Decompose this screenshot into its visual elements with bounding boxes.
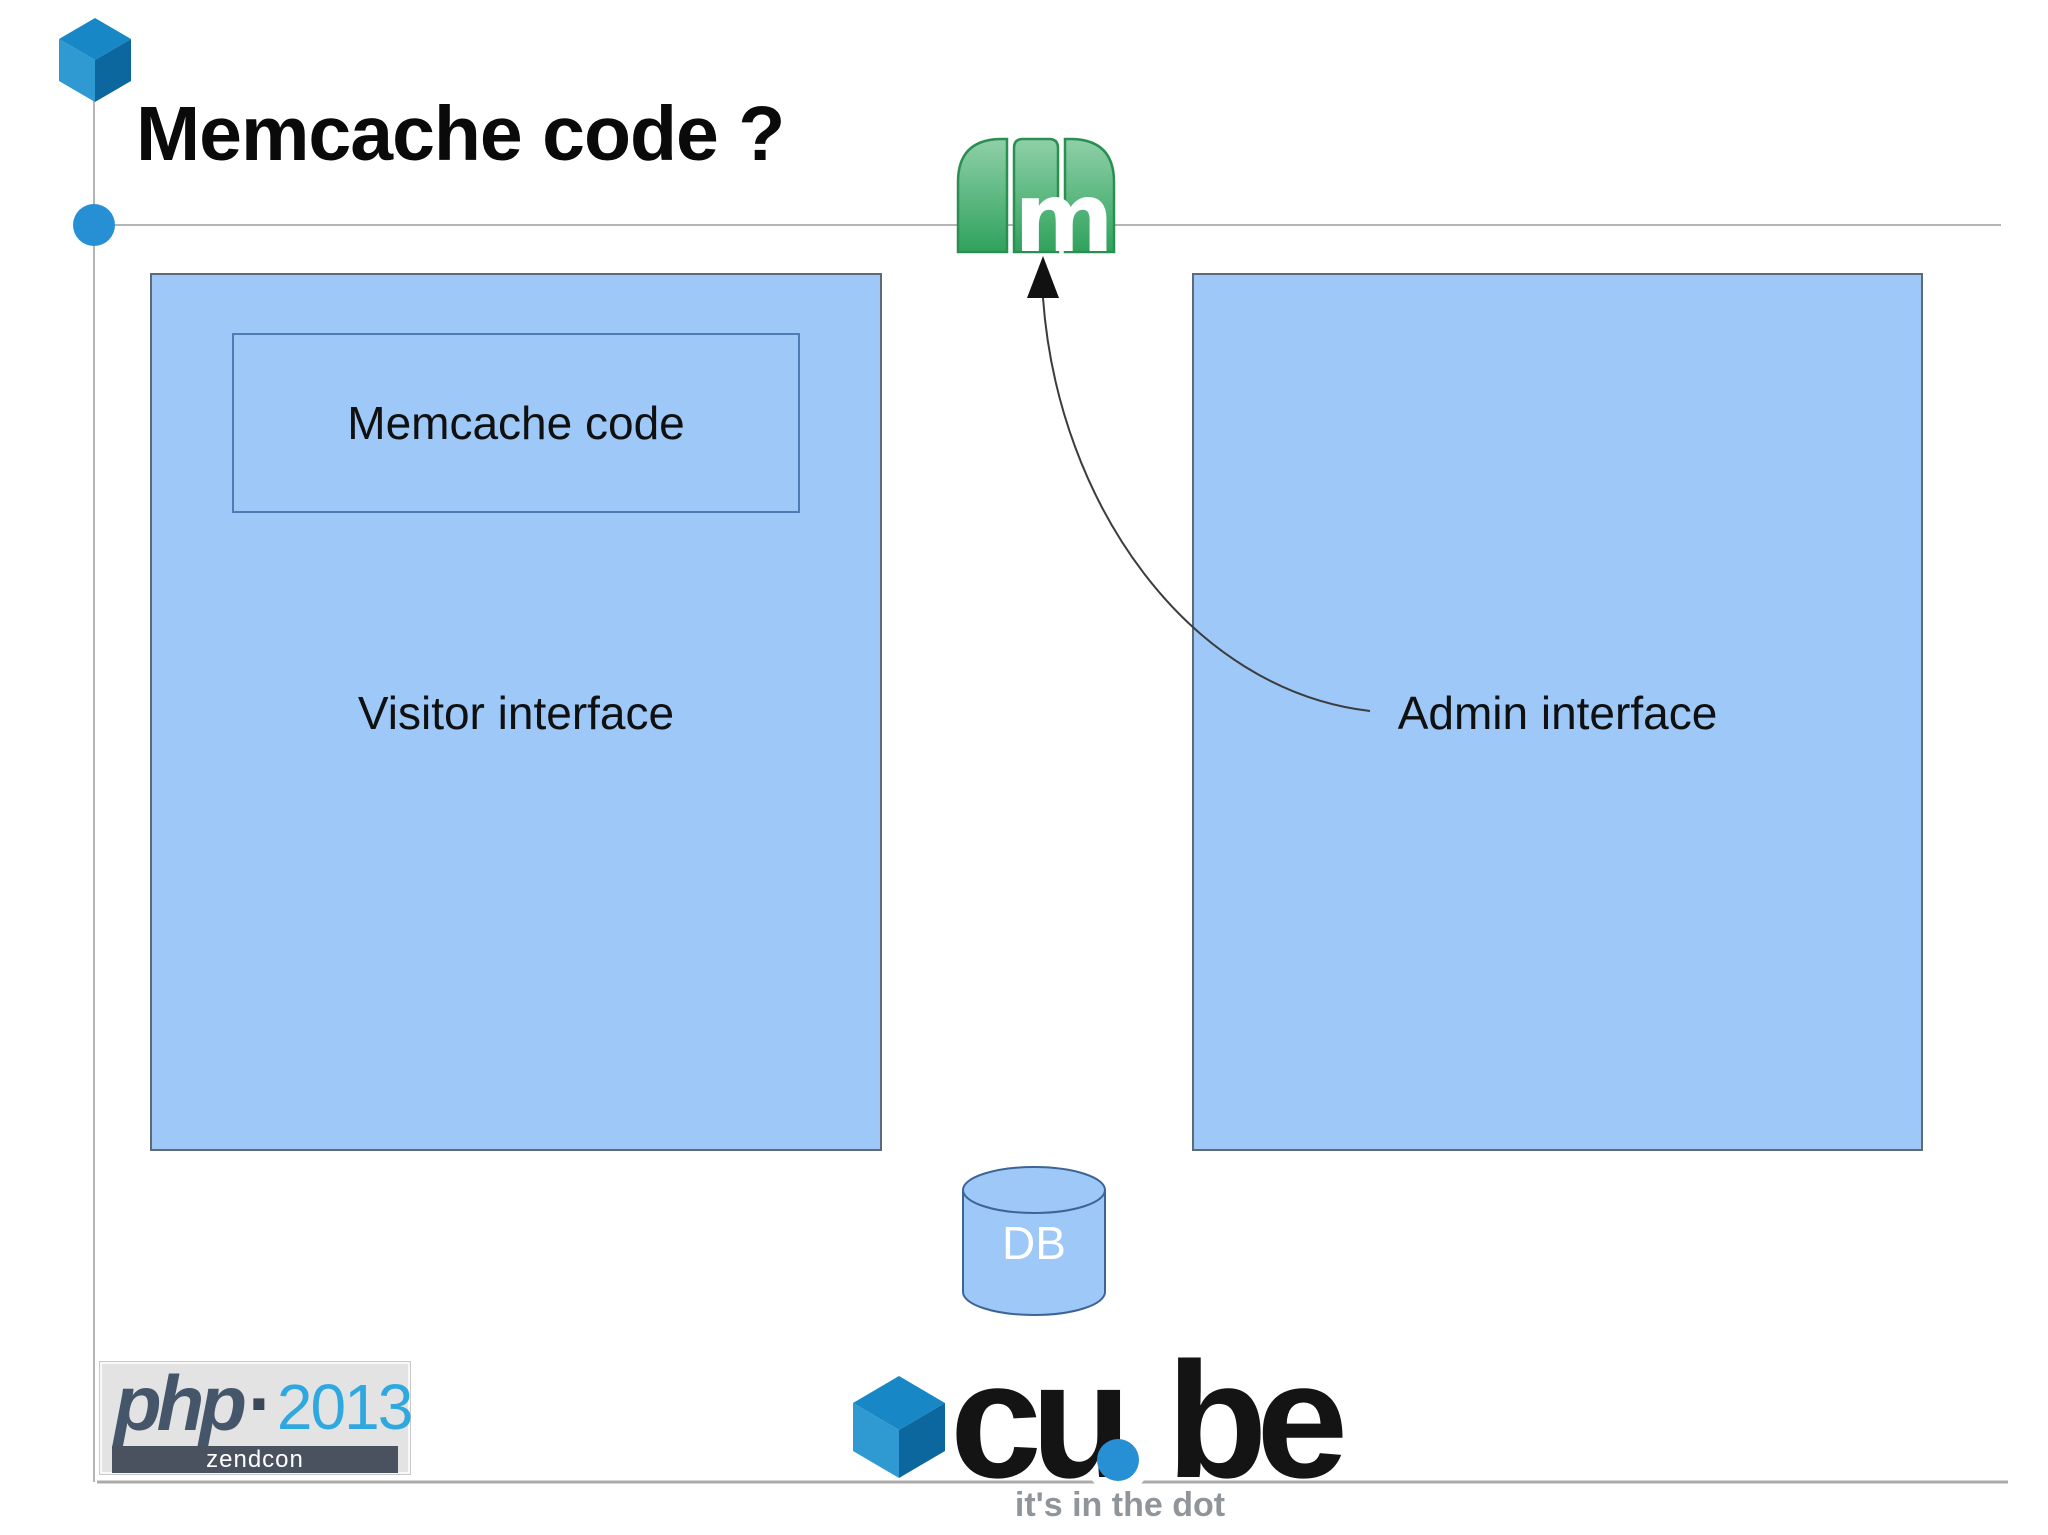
php2013-zendcon-logo: zendcon php · 2013 — [100, 1359, 413, 1474]
php-year: 2013 — [276, 1371, 413, 1443]
cube-dot-icon — [1097, 1439, 1139, 1481]
memcached-slab-right — [1063, 137, 1116, 254]
cube-logo-icon — [853, 1376, 945, 1478]
memcache-code-box: Memcache code — [232, 333, 800, 513]
memcached-slab-middle — [1012, 137, 1060, 254]
zendcon-banner: zendcon — [112, 1446, 398, 1473]
cube-bullet-icon — [59, 18, 131, 102]
cube-tagline: it's in the dot — [1014, 1486, 1226, 1524]
visitor-interface-box: Memcache code Visitor interface — [150, 273, 882, 1151]
admin-interface-label: Admin interface — [1397, 687, 1718, 739]
node-circle-icon — [73, 204, 115, 246]
memcached-slab-left — [956, 137, 1009, 254]
memcached-logo-icon: m — [956, 137, 1116, 274]
database-cylinder — [962, 1166, 1106, 1316]
page-title: Memcache code ? — [136, 91, 785, 177]
admin-interface-box: Admin interface — [1192, 273, 1923, 1151]
php-separator-dot: · — [247, 1359, 274, 1447]
memcached-m-letter: m — [1014, 162, 1114, 274]
php2013-wordmark: php · 2013 — [114, 1359, 413, 1447]
memcache-code-label: Memcache code — [347, 396, 685, 449]
visitor-interface-label: Visitor interface — [357, 687, 675, 739]
cube-word-left: cu — [950, 1328, 1132, 1512]
php-word: php — [114, 1359, 247, 1447]
zendcon-banner-label: zendcon — [206, 1445, 304, 1473]
database-label: DB — [1002, 1217, 1066, 1269]
cube-word-right: be — [1166, 1328, 1349, 1512]
